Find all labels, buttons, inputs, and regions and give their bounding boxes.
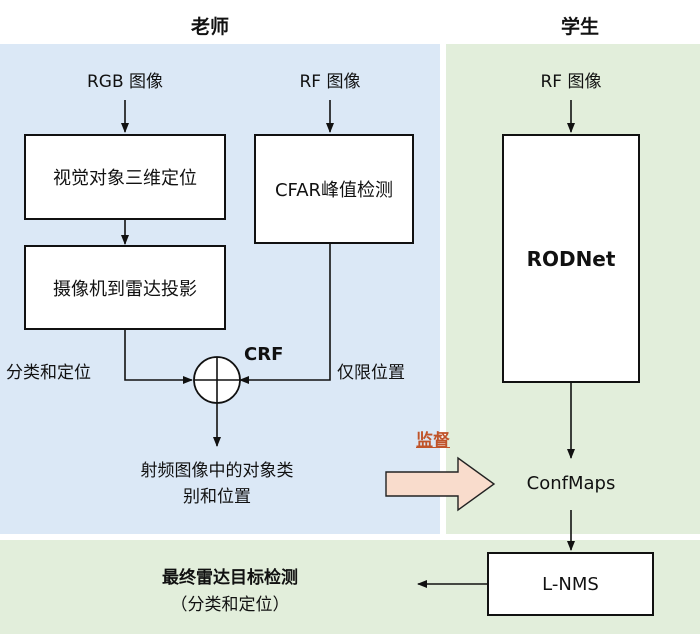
rf-image-student-label: RF 图像: [540, 72, 602, 92]
location-only-label: 仅限位置: [337, 363, 405, 383]
final-detection-line2: （分类和定位）: [170, 595, 290, 615]
camera-to-radar-projection-text: 摄像机到雷达投影: [53, 278, 197, 300]
lnms-box: L-NMS: [487, 552, 654, 616]
rodnet-box: RODNet: [502, 134, 640, 383]
arrow-cfar-to-crf: [239, 244, 331, 384]
cfar-peak-detection-text: CFAR峰值检测: [274, 180, 394, 201]
visual-3d-localization-box: 视觉对象三维定位: [24, 134, 226, 220]
final-detection-text: 最终雷达目标检测 （分类和定位）: [110, 565, 350, 619]
rodnet-text: RODNet: [526, 246, 616, 271]
teacher-output-line1: 射频图像中的对象类: [140, 461, 294, 481]
teacher-output-text: 射频图像中的对象类 别和位置: [100, 458, 334, 510]
crf-label: CRF: [244, 344, 284, 365]
arrow-projection-to-crf: [124, 330, 193, 384]
camera-to-radar-projection-box: 摄像机到雷达投影: [24, 245, 226, 330]
supervise-arrow: [385, 456, 496, 512]
confmaps-label: ConfMaps: [526, 473, 616, 494]
student-title: 学生: [560, 16, 599, 38]
rf-image-teacher-label: RF 图像: [299, 72, 361, 92]
supervise-label: 监督: [416, 431, 450, 451]
final-detection-line1: 最终雷达目标检测: [162, 568, 298, 588]
rgb-image-label: RGB 图像: [86, 72, 164, 92]
classify-locate-label: 分类和定位: [6, 363, 91, 383]
cfar-peak-detection-box: CFAR峰值检测: [254, 134, 414, 244]
lnms-text: L-NMS: [542, 573, 599, 595]
teacher-title: 老师: [190, 16, 229, 38]
visual-3d-localization-text: 视觉对象三维定位: [53, 168, 197, 189]
teacher-output-line2: 别和位置: [183, 487, 251, 507]
